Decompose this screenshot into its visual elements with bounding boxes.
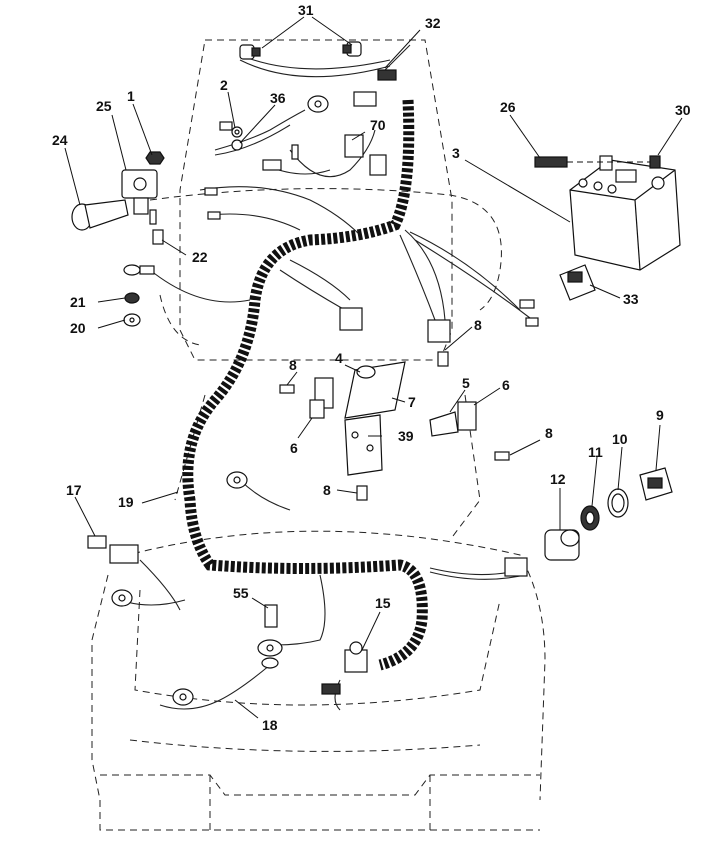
callout-7: 7 <box>408 394 416 410</box>
callout-12: 12 <box>550 471 566 487</box>
callout-55: 55 <box>233 585 249 601</box>
part-33-switch <box>559 264 596 301</box>
callout-24: 24 <box>52 132 68 148</box>
callout-6-right: 6 <box>502 377 510 393</box>
part-22-bolt <box>152 229 164 245</box>
callout-labels: 31 32 2 36 70 1 25 24 22 21 20 26 30 3 3… <box>52 2 691 733</box>
callout-10: 10 <box>612 431 628 447</box>
callout-8-bottom: 8 <box>323 482 331 498</box>
part-harness-plugs <box>339 299 539 343</box>
callout-19: 19 <box>118 494 134 510</box>
part-21-20-washers <box>123 264 155 327</box>
part-17-fuse <box>87 535 139 564</box>
tractor-outline <box>91 39 546 831</box>
part-70-connectors <box>262 134 387 176</box>
callout-32: 32 <box>425 15 441 31</box>
callout-22: 22 <box>192 249 208 265</box>
callout-9: 9 <box>656 407 664 423</box>
part-10-11-12-ignition <box>544 488 629 561</box>
callout-15: 15 <box>375 595 391 611</box>
callout-8-top: 8 <box>474 317 482 333</box>
part-25-solenoid <box>121 169 158 225</box>
part-1-nut <box>145 151 165 165</box>
part-55-screw <box>264 604 278 628</box>
callout-70: 70 <box>370 117 386 133</box>
leader-lines <box>64 16 683 719</box>
callout-17: 17 <box>66 482 82 498</box>
part-15-switch <box>321 641 368 695</box>
callout-25: 25 <box>96 98 112 114</box>
callout-6-left: 6 <box>290 440 298 456</box>
part-9-key <box>639 467 673 501</box>
callout-8-right: 8 <box>545 425 553 441</box>
callout-26: 26 <box>500 99 516 115</box>
callout-8-left: 8 <box>289 357 297 373</box>
callout-39: 39 <box>398 428 414 444</box>
part-bracket-assembly <box>279 351 510 501</box>
callout-33: 33 <box>623 291 639 307</box>
part-24-boot <box>71 199 129 231</box>
part-31-bulbs <box>239 41 362 60</box>
part-3-battery <box>569 159 681 271</box>
coiled-harness-loom <box>182 99 428 671</box>
callout-30: 30 <box>675 102 691 118</box>
part-2-36-terminals <box>219 95 329 151</box>
callout-3: 3 <box>452 145 460 161</box>
part-26-30-battery-bolt <box>534 155 661 171</box>
callout-36: 36 <box>270 90 286 106</box>
part-ring-terminals-lower <box>111 471 283 706</box>
part-relay-right <box>504 557 528 577</box>
callout-5: 5 <box>462 375 470 391</box>
callout-11: 11 <box>588 444 603 460</box>
part-32-connector <box>353 69 397 107</box>
callout-21: 21 <box>70 294 86 310</box>
callout-20: 20 <box>70 320 86 336</box>
callout-2: 2 <box>220 77 228 93</box>
callout-4: 4 <box>335 350 343 366</box>
callout-18: 18 <box>262 717 278 733</box>
part-terminal-rings <box>204 187 221 220</box>
callout-31: 31 <box>298 2 314 18</box>
callout-1: 1 <box>127 88 135 104</box>
